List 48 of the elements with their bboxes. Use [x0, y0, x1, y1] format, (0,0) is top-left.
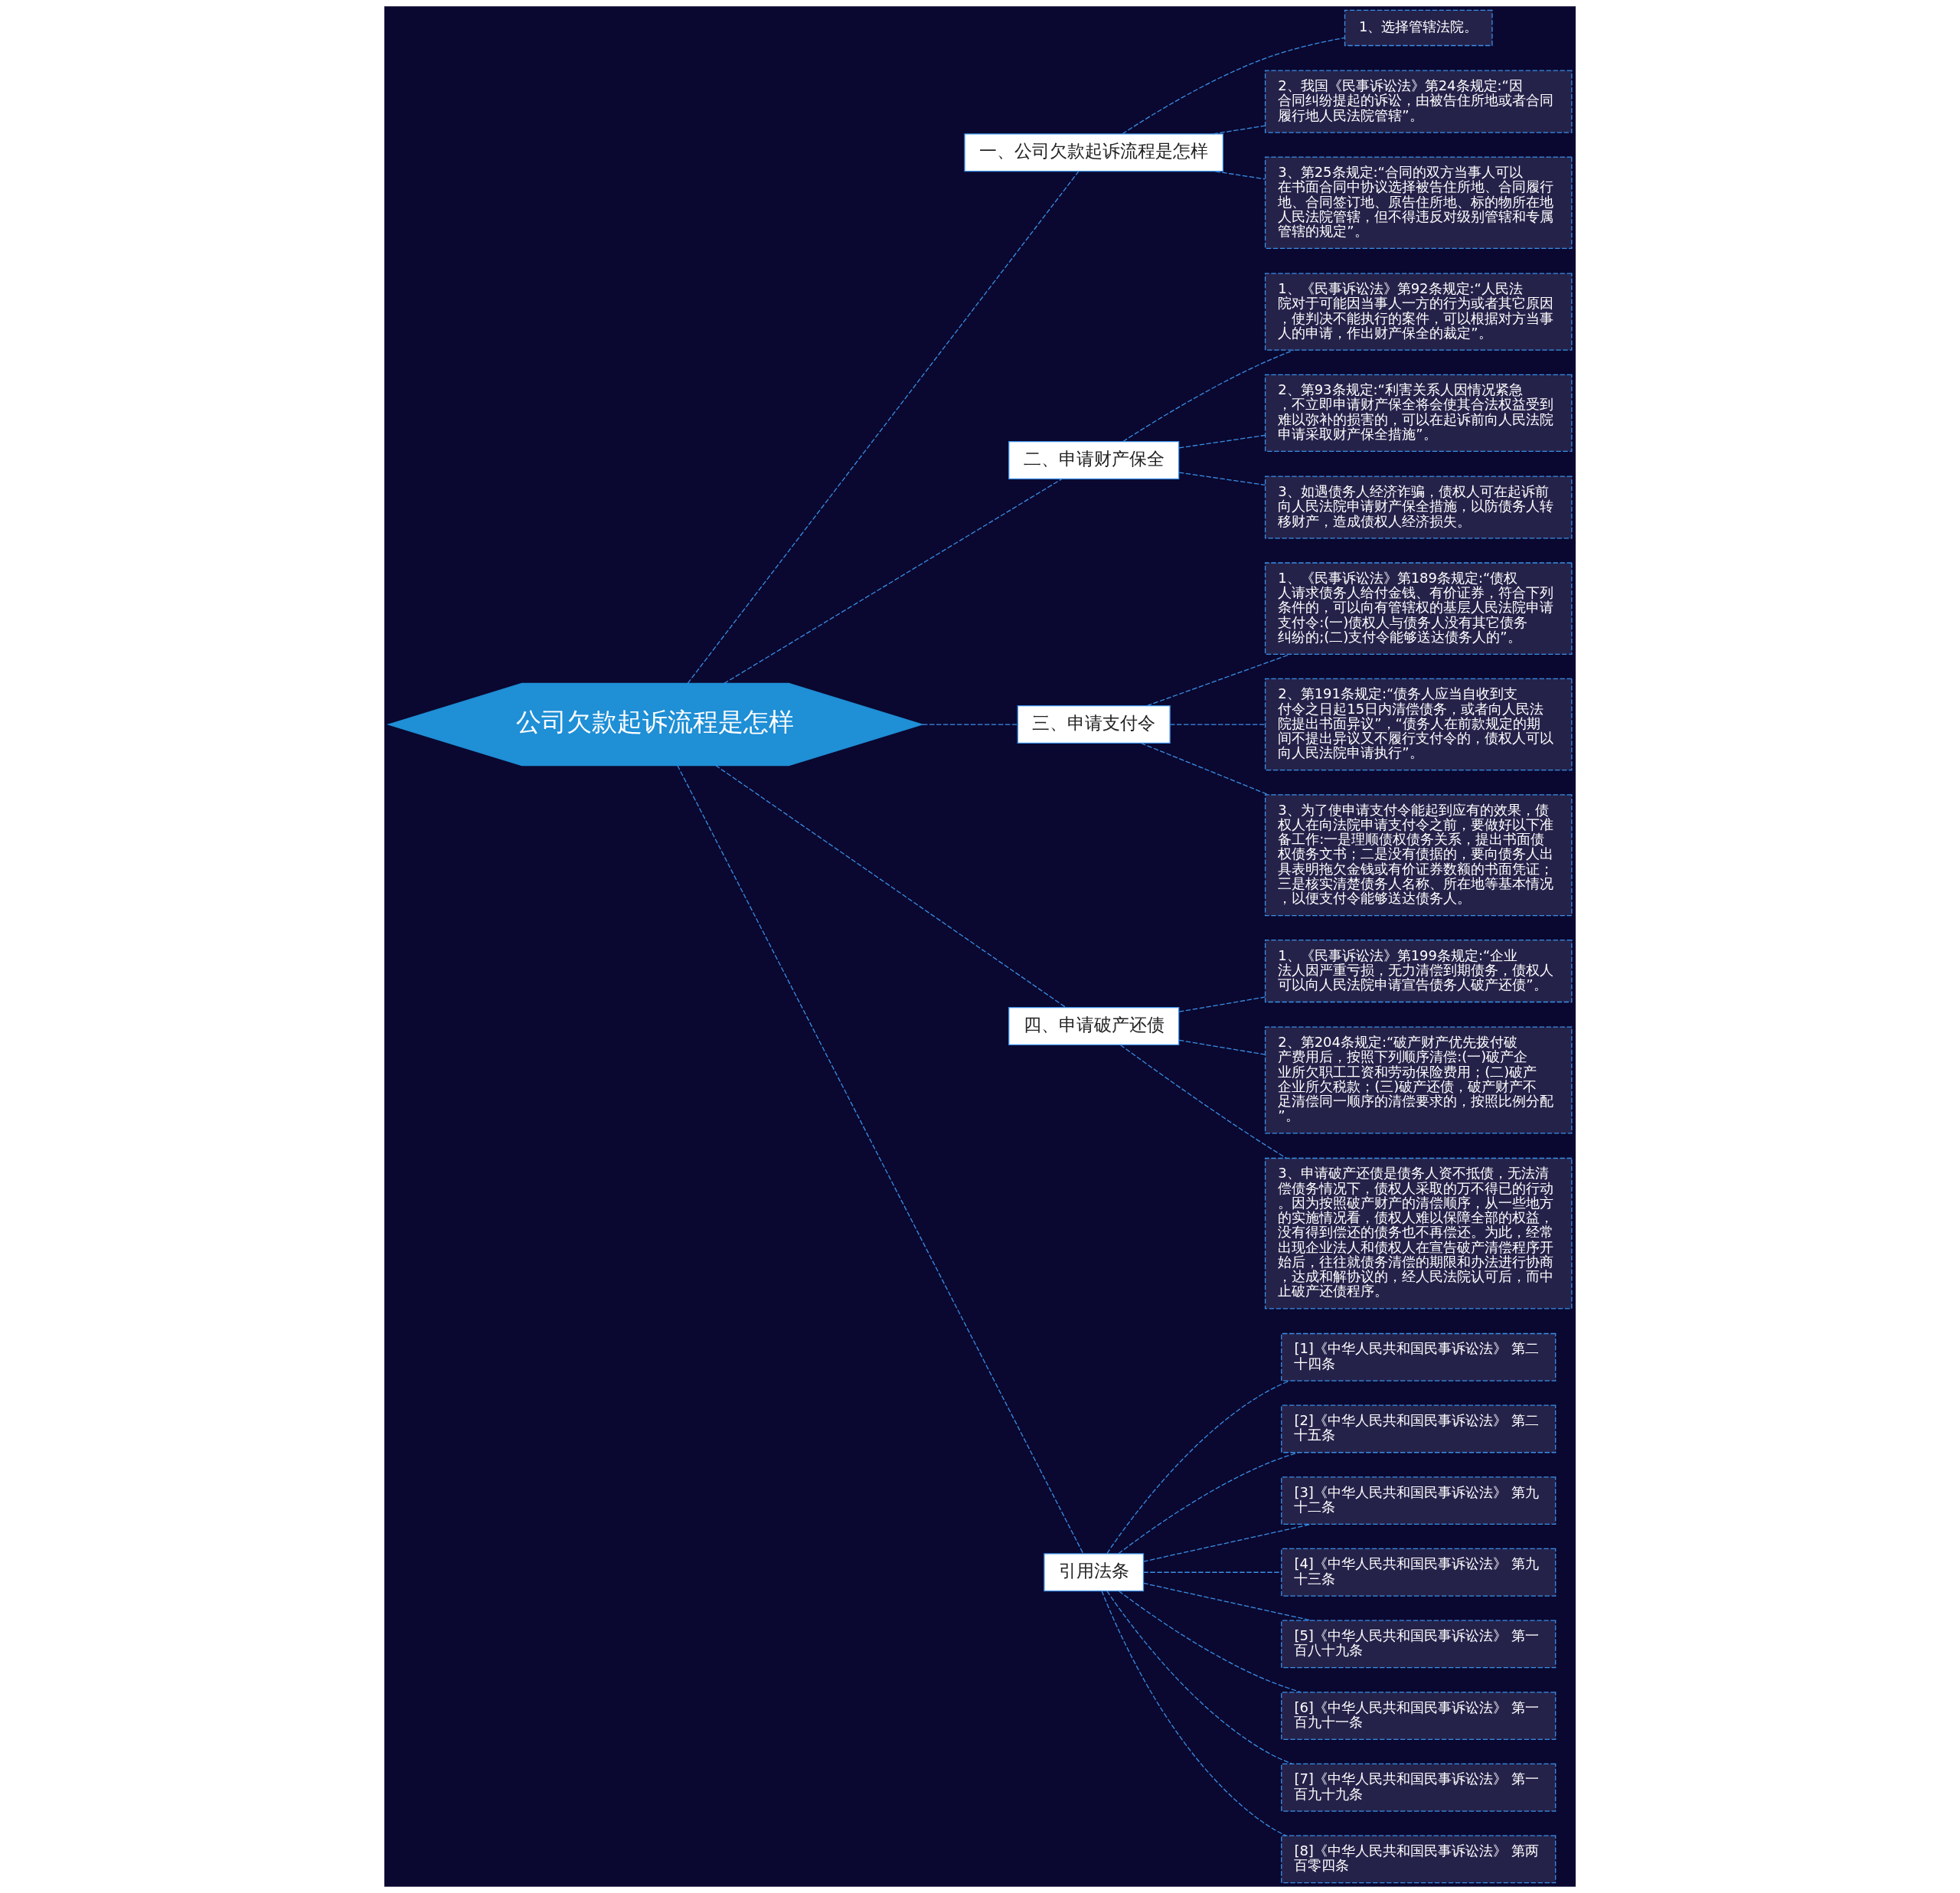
connector	[715, 764, 1067, 1009]
connector	[1178, 434, 1266, 449]
node-box: [1]《中华人民共和国民事诉讼法》 第二十四条	[1281, 1332, 1557, 1381]
connector	[1106, 1380, 1291, 1555]
node-box: [3]《中华人民共和国民事诉讼法》 第九十二条	[1281, 1476, 1557, 1525]
node-box: 2、第191条规定:“债务人应当自收到支付令之日起15日内清偿债务，或者向人民法院提出书面异议”，“债务人在前款规定的期间不提出异议又不履行支付令的，债权人可以向人民法院申请执行”。	[1264, 678, 1573, 771]
connector	[1119, 1044, 1287, 1159]
connector	[922, 724, 1018, 725]
node-box: 三、申请支付令	[1017, 705, 1171, 744]
connector	[1169, 724, 1266, 725]
node-box: [2]《中华人民共和国民事诉讼法》 第二十五条	[1281, 1404, 1557, 1453]
node-box: 四、申请破产还债	[1008, 1006, 1180, 1045]
node-box: 2、我国《民事诉讼法》第24条规定:“因合同纠纷提起的诉讼，由被告住所地或者合同履行地人民法院管辖”。	[1264, 70, 1573, 133]
node-box: 3、第25条规定:“合同的双方当事人可以在书面合同中协议选择被告住所地、合同履行地、合同签订地、原告住所地、标的物所在地人民法院管辖，但不得违反对级别管辖和专属管辖的规定”。	[1264, 156, 1573, 250]
node-box: 1、《民事诉讼法》第189条规定:“债权人请求债务人给付金钱、有价证券，符合下列条件的，可以向有管辖权的基层人民法院申请支付令:(一)债权人与债务人没有其它债务纠纷的;(二)支付令能够送达债务人的”。	[1264, 562, 1573, 655]
node-box: 3、为了使申请支付令能起到应有的效果，债权人在向法院申请支付令之前，要做好以下准备工作:一是理顺债权债务关系，提出书面债权债务文书；二是没有债据的，要向债务人出具表明拖欠金钱或有价证券数额的书面凭证；三是核实清楚债务人名称、所在地等基本情况，以便支付令能够送达债务人。	[1264, 794, 1573, 917]
node-box: 引用法条	[1044, 1553, 1145, 1592]
node-box: 1、《民事诉讼法》第92条规定:“人民法院对于可能因当事人一方的行为或者其它原因，使判决不能执行的案件，可以根据对方当事人的申请，作出财产保全的裁定”。	[1264, 273, 1573, 351]
node-box: [5]《中华人民共和国民事诉讼法》 第一百八十九条	[1281, 1620, 1557, 1669]
connector	[1118, 1452, 1299, 1555]
connector	[1142, 1582, 1312, 1621]
node-box: 1、选择管辖法院。	[1344, 9, 1493, 47]
connector	[724, 478, 1063, 685]
connector	[1142, 1523, 1312, 1562]
connector	[1146, 653, 1291, 707]
connector	[1212, 125, 1266, 135]
node-box: 3、如遇债务人经济诈骗，债权人可在起诉前向人民法院申请财产保全措施，以防债务人转移财产，造成债权人经济损失。	[1264, 476, 1573, 539]
node-box: [7]《中华人民共和国民事诉讼法》 第一百九十九条	[1281, 1763, 1557, 1812]
node-box: 2、第204条规定:“破产财产优先拨付破产费用后，按照下列顺序清偿:(一)破产企业所欠职工工资和劳动保险费用；(二)破产企业所欠税款；(三)破产还债，破产财产不足清偿同一顺序的清偿要求的，按照比例分配”。	[1264, 1026, 1573, 1134]
connector	[1214, 171, 1266, 180]
node-box: 3、申请破产还债是债务人资不抵债，无法清偿债务情况下，债权人采取的万不得已的行动。因为按照破产财产的清偿顺序，从一些地方的实施情况看，债权人难以保障全部的权益，没有得到偿还的债务也不再偿还。为此，经常出现企业法人和债权人在宣告破产清偿程序开始后，往往就债务清偿的期限和办法进行协商，达成和解协议的，经人民法院认可后，而中止破产还债程序。	[1264, 1157, 1573, 1309]
connector	[1122, 37, 1345, 135]
node-box: [6]《中华人民共和国民事诉讼法》 第一百九十一条	[1281, 1692, 1557, 1740]
connector	[1106, 1591, 1293, 1765]
connector	[687, 171, 1080, 684]
node-box: 1、《民事诉讼法》第199条规定:“企业法人因严重亏损，无力清偿到期债务，债权人可以向人民法院申请宣告债务人破产还债”。	[1264, 940, 1573, 1003]
node-box: [4]《中华人民共和国民事诉讼法》 第九十三条	[1281, 1548, 1557, 1597]
node-box: [8]《中华人民共和国民事诉讼法》 第两百零四条	[1281, 1835, 1557, 1884]
connector	[677, 765, 1084, 1555]
node-box: 二、申请财产保全	[1008, 440, 1180, 479]
connector	[1178, 472, 1266, 486]
connector	[1101, 1591, 1287, 1836]
node-box: 2、第93条规定:“利害关系人因情况紧急，不立即申请财产保全将会使其合法权益受到难以弥补的损害的，可以在起诉前向人民法院申请采取财产保全措施”。	[1264, 374, 1573, 452]
connector	[1178, 996, 1266, 1012]
connector	[1142, 1571, 1282, 1573]
connector	[1140, 742, 1269, 796]
node-box: 一、公司欠款起诉流程是怎样	[964, 133, 1224, 172]
connector	[1178, 1039, 1266, 1055]
